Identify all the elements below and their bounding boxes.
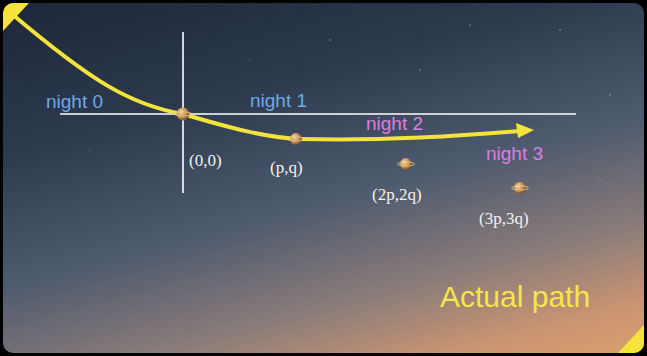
coordinate-label: (3p,3q) [479,210,529,227]
coordinate-label: (2p,2q) [372,186,422,203]
coordinate-label: (0,0) [189,152,222,169]
corner-triangle [3,3,29,31]
night-label: night 1 [250,91,307,110]
actual-path-curve [12,14,520,140]
coordinate-label: (p,q) [270,159,303,176]
sky-panel: night 0 night 1 night 2 night 3 (0,0) (p,q) (2… [3,3,644,353]
night-label: night 2 [366,114,423,133]
arrowhead [516,123,534,138]
x-axis [60,113,576,115]
stars [89,24,610,180]
corner-triangle [618,325,644,353]
night-label: night 3 [486,144,543,163]
night-label: night 0 [46,92,103,111]
planets [174,108,529,195]
caption-text: Actual path [440,282,590,312]
